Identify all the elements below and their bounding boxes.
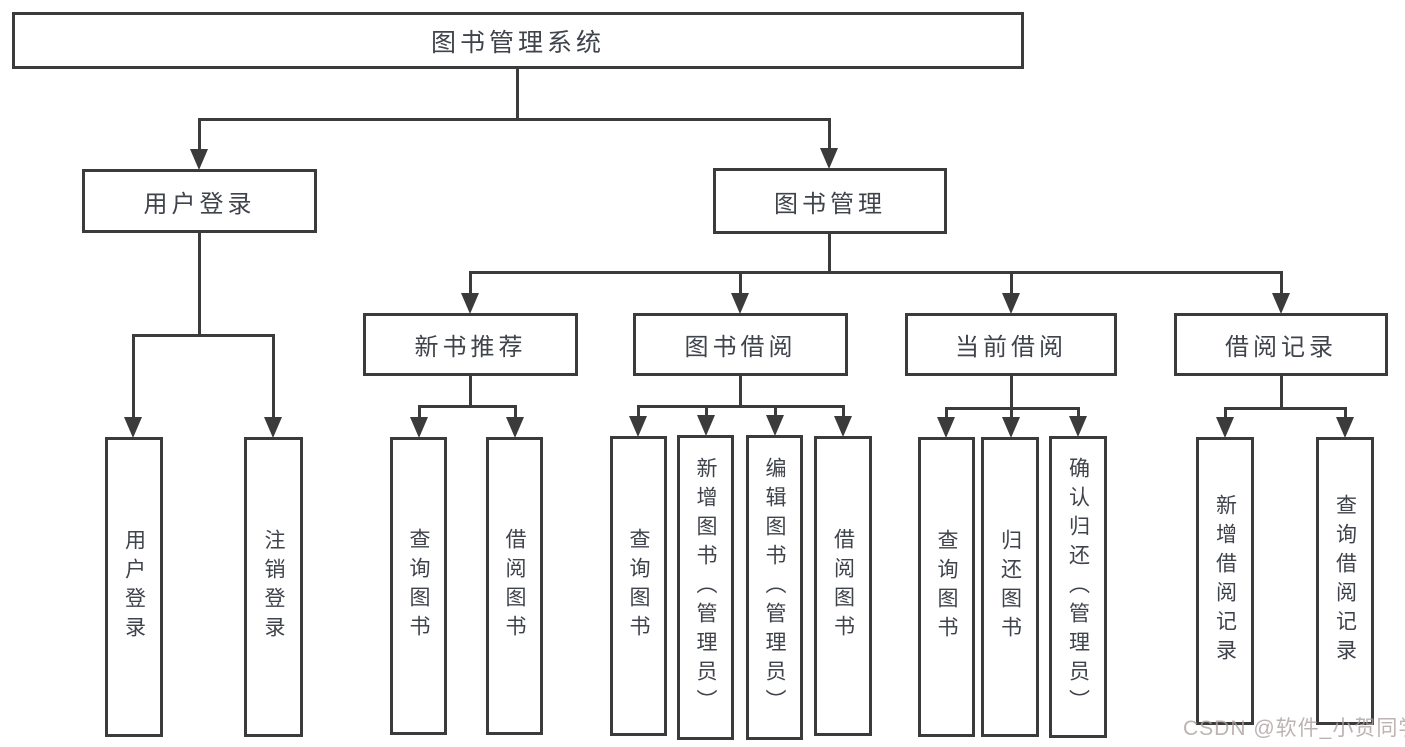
arrow-down-icon: [124, 417, 142, 438]
node-v-return-book: 归还图书: [981, 437, 1039, 737]
node-label: 借阅图书: [831, 528, 855, 644]
connector-line: [738, 272, 742, 305]
node-label: 查询图书: [407, 528, 430, 644]
arrow-down-icon: [731, 293, 749, 314]
node-label: 图书借阅: [684, 334, 797, 361]
arrow-down-icon: [820, 148, 838, 169]
node-label: 用户登录: [122, 529, 146, 645]
arrow-down-icon: [766, 415, 784, 436]
node-label: 查询图书: [627, 528, 650, 644]
arrow-down-icon: [1336, 417, 1354, 438]
node-v-query-book-3: 查询图书: [918, 437, 975, 737]
arrow-down-icon: [1069, 416, 1087, 437]
node-label: 图书管理: [774, 190, 886, 218]
connector-line: [1223, 406, 1347, 410]
node-v-query-record: 查询借阅记录: [1316, 437, 1374, 725]
node-label: 新增借阅记录: [1213, 494, 1237, 668]
connector-line: [197, 119, 201, 160]
connector-line: [131, 335, 135, 428]
arrow-down-icon: [506, 417, 524, 438]
connector-line: [197, 233, 201, 337]
node-label: 新书推荐: [414, 334, 527, 361]
node-v-add-book: 新增图书（管理员）: [677, 435, 734, 740]
node-v-add-record: 新增借阅记录: [1196, 437, 1254, 725]
node-current-borrow: 当前借阅: [905, 313, 1117, 376]
node-v-borrow-book-2: 借阅图书: [814, 436, 872, 736]
node-v-logout: 注销登录: [244, 437, 303, 737]
connector-line: [468, 376, 472, 408]
node-label: 查询借阅记录: [1333, 494, 1357, 668]
node-label: 借阅图书: [503, 528, 526, 644]
connector-line: [271, 335, 275, 428]
node-v-user-login: 用户登录: [105, 437, 163, 737]
node-label: 当前借阅: [955, 334, 1067, 361]
connector-line: [1279, 376, 1283, 410]
node-v-query-book-2: 查询图书: [610, 436, 667, 736]
arrow-down-icon: [410, 417, 428, 438]
node-v-confirm-return: 确认归还（管理员）: [1049, 436, 1107, 738]
node-borrow-record: 借阅记录: [1174, 313, 1388, 376]
arrow-down-icon: [461, 293, 479, 314]
connector-line: [944, 406, 1080, 410]
connector-line: [636, 404, 845, 408]
node-label: 用户登录: [143, 190, 256, 218]
arrow-down-icon: [1002, 417, 1020, 438]
node-book-mgmt: 图书管理: [713, 168, 947, 234]
node-book-borrow: 图书借阅: [633, 313, 848, 376]
connector-line: [827, 119, 831, 159]
arrow-down-icon: [264, 417, 282, 438]
connector-line: [468, 272, 472, 305]
csdn-watermark: CSDN @软件_小贺同学: [1183, 717, 1405, 740]
node-label: 确认归还（管理员）: [1066, 456, 1090, 718]
node-v-query-book-1: 查询图书: [390, 437, 447, 735]
connector-line: [197, 117, 831, 121]
arrow-down-icon: [697, 415, 715, 436]
node-user-login: 用户登录: [82, 169, 317, 233]
node-label: 查询图书: [935, 529, 958, 645]
node-label: 新增图书（管理员）: [694, 457, 717, 718]
node-label: 归还图书: [998, 529, 1022, 645]
connector-line: [1279, 272, 1283, 305]
node-v-borrow-book-1: 借阅图书: [486, 437, 543, 735]
node-root: 图书管理系统: [12, 12, 1024, 69]
node-new-book-rec: 新书推荐: [363, 313, 578, 376]
connector-line: [1009, 272, 1013, 305]
connector-line: [515, 69, 519, 121]
arrow-down-icon: [629, 416, 647, 437]
node-label: 借阅记录: [1225, 334, 1337, 361]
node-v-edit-book: 编辑图书（管理员）: [746, 435, 803, 740]
connector-line: [738, 376, 742, 408]
arrow-down-icon: [937, 417, 955, 438]
connector-line: [417, 404, 517, 408]
node-label: 编辑图书（管理员）: [763, 457, 786, 718]
connector-line: [131, 333, 275, 337]
arrow-down-icon: [1216, 417, 1234, 438]
arrow-down-icon: [1002, 293, 1020, 314]
arrow-down-icon: [834, 416, 852, 437]
connector-line: [1009, 376, 1013, 429]
connector-line: [468, 270, 1283, 274]
node-label: 图书管理系统: [430, 28, 605, 57]
arrow-down-icon: [1272, 293, 1290, 314]
connector-line: [827, 234, 831, 274]
arrow-down-icon: [190, 149, 208, 170]
node-label: 注销登录: [262, 529, 285, 645]
